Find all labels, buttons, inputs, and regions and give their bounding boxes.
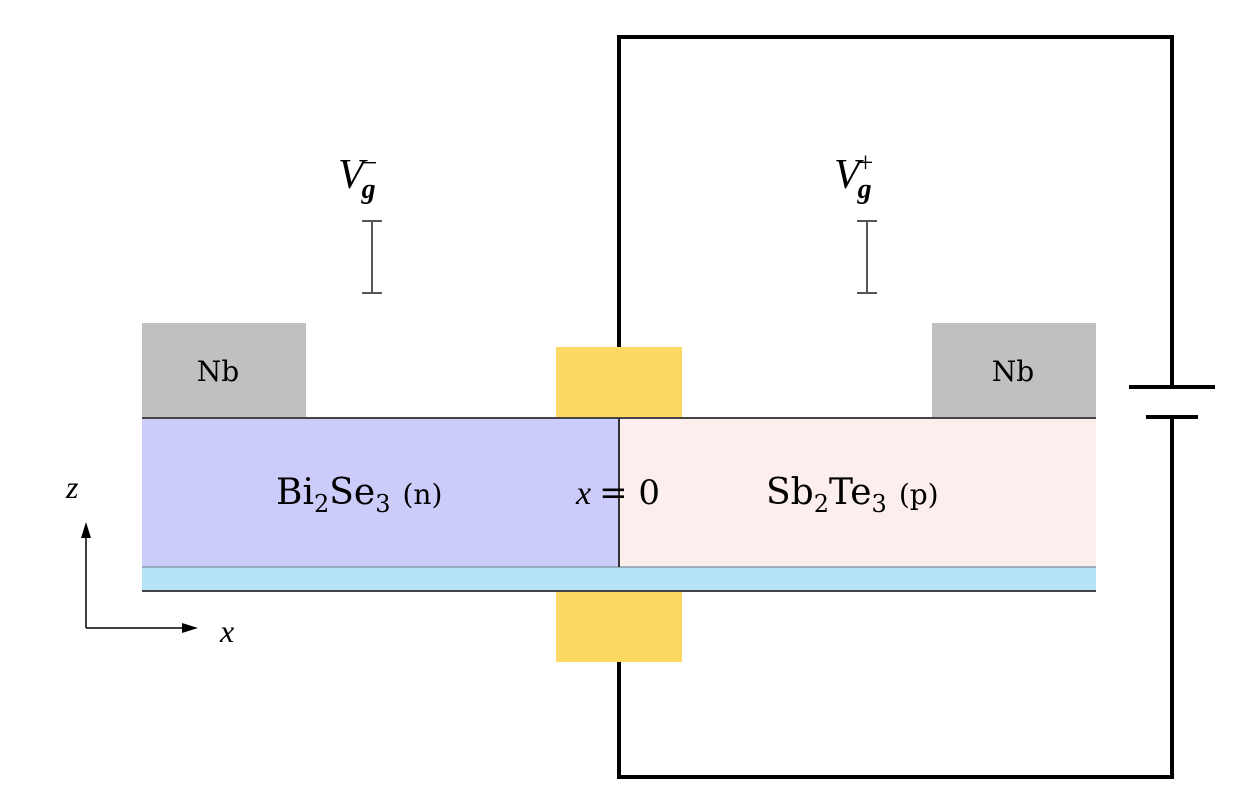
material-label-right: Sb2Te3(p): [766, 472, 939, 518]
gate-label-right: Vg+: [834, 148, 873, 205]
gate-electrode-top: [556, 347, 682, 418]
junction-label: x= 0: [575, 473, 660, 513]
axis-label-x: x: [219, 613, 234, 649]
substrate-layer: [142, 567, 1096, 591]
gate-label-left: Vg−: [338, 148, 377, 205]
battery-icon: [1129, 385, 1215, 419]
axis-label-z: z: [65, 469, 79, 505]
circuit-wire: [617, 35, 1174, 387]
nb-contact-right: [932, 323, 1096, 418]
nb-contact-left: [142, 323, 306, 418]
material-label-left: Bi2Se3(n): [276, 472, 442, 518]
axes-icon: [81, 522, 198, 633]
p-region: [619, 418, 1096, 567]
circuit-wire-bottom: [617, 417, 1174, 779]
gate-symbol-right: [857, 220, 877, 294]
nb-label-right: Nb: [992, 355, 1034, 388]
gate-electrode-bottom: [556, 591, 682, 662]
gate-symbol-left: [362, 220, 382, 294]
nb-label-left: Nb: [197, 355, 239, 388]
n-region: [142, 418, 619, 567]
